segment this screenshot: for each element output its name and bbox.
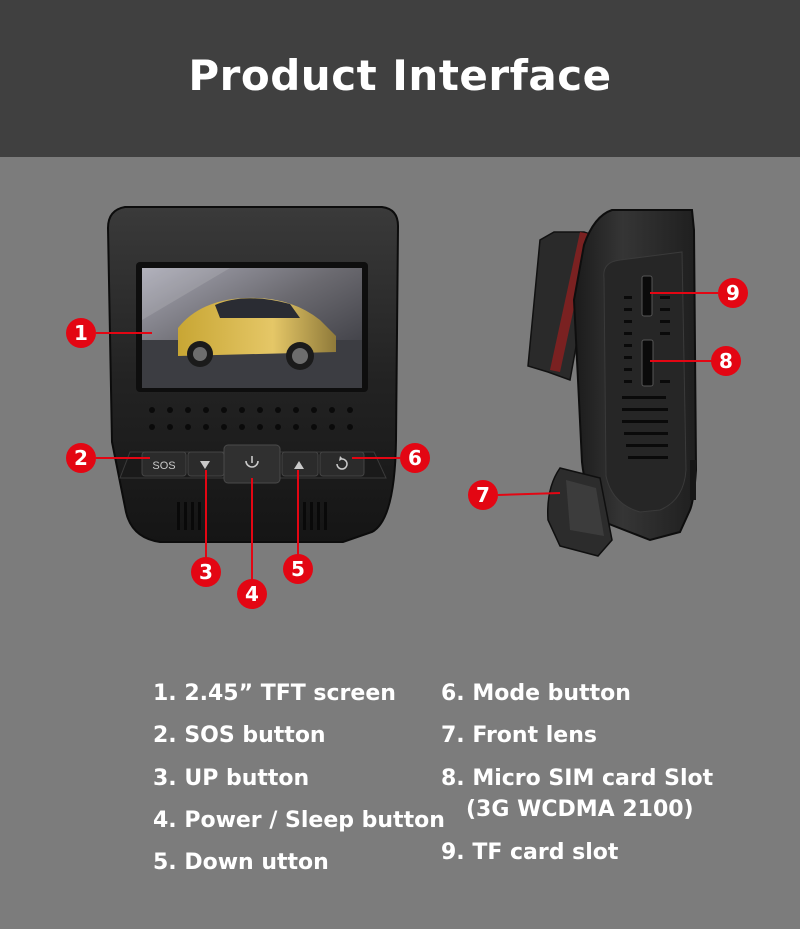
side-view <box>527 209 698 557</box>
dashcam-illustration: SOS <box>96 206 718 582</box>
callout-9: 9 <box>718 278 748 308</box>
sos-button-label: SOS <box>152 460 175 472</box>
callout-3: 3 <box>191 557 221 587</box>
tft-screen <box>142 268 362 388</box>
legend-item-2: 2. SOS button <box>153 723 326 748</box>
legend-item-8: 8. Micro SIM card Slot <box>441 766 714 791</box>
header-bar: Product Interface <box>0 0 800 157</box>
diagram-area: SOS <box>0 157 800 929</box>
down-button[interactable] <box>281 451 319 477</box>
legend-item-7: 7. Front lens <box>441 723 597 748</box>
callout-2: 2 <box>66 443 96 473</box>
return-icon <box>336 458 348 470</box>
callout-4: 4 <box>237 579 267 609</box>
legend-item-6: 6. Mode button <box>441 681 631 706</box>
power-button[interactable] <box>223 444 281 484</box>
speaker-grille <box>149 407 353 430</box>
callout-5: 5 <box>283 554 313 584</box>
callout-lines <box>96 292 718 582</box>
legend-item-4: 4. Power / Sleep button <box>153 808 445 833</box>
power-icon <box>245 460 259 468</box>
page-title: Product Interface <box>188 51 612 100</box>
triangle-down-icon <box>200 461 210 469</box>
legend-item-5: 5. Down utton <box>153 850 329 875</box>
front-view: SOS <box>106 206 400 543</box>
legend-item-9: 9. TF card slot <box>441 840 619 865</box>
sos-button[interactable]: SOS <box>141 451 187 477</box>
legend-item-3: 3. UP button <box>153 766 310 791</box>
tf-card-slot[interactable] <box>641 275 653 317</box>
callout-6: 6 <box>400 443 430 473</box>
legend-item-8-detail: (3G WCDMA 2100) <box>466 797 694 822</box>
callout-1: 1 <box>66 318 96 348</box>
side-vents <box>622 296 670 459</box>
triangle-up-icon <box>294 461 304 469</box>
bottom-vents <box>177 502 327 530</box>
callout-8: 8 <box>711 346 741 376</box>
callout-7: 7 <box>468 480 498 510</box>
sim-card-slot[interactable] <box>641 339 654 387</box>
legend-item-1: 1. 2.45” TFT screen <box>153 681 396 706</box>
legend: 1. 2.45” TFT screen 2. SOS button 3. UP … <box>0 157 800 929</box>
